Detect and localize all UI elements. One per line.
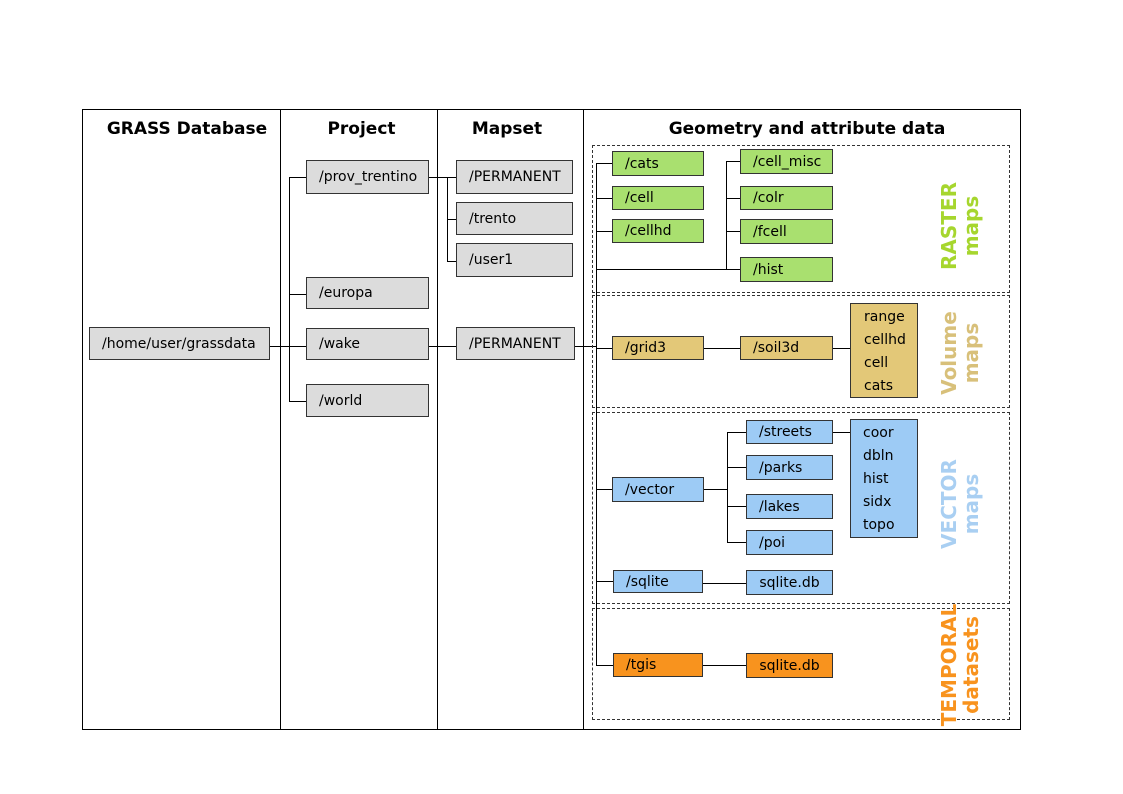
vector-sqlite-db: sqlite.db (746, 570, 833, 595)
connector (596, 348, 613, 349)
connector (727, 467, 747, 468)
connector (703, 583, 747, 584)
raster-group (592, 145, 1010, 293)
connector (596, 231, 613, 232)
project-wake: /wake (306, 328, 429, 360)
raster-hist: /hist (740, 257, 833, 282)
raster-cellhd: /cellhd (612, 219, 704, 243)
volume-files: range cellhd cell cats (850, 303, 918, 398)
connector (575, 346, 597, 347)
temporal-tgis: /tgis (613, 653, 703, 677)
connector (726, 198, 741, 199)
connector (596, 665, 614, 666)
temporal-group (592, 608, 1010, 720)
connector (727, 432, 747, 433)
connector (832, 348, 851, 349)
column-divider (583, 109, 584, 730)
database-path-box: /home/user/grassdata (89, 327, 270, 360)
diagram-frame (82, 109, 1021, 730)
connector (429, 177, 457, 178)
connector (727, 432, 728, 542)
column-divider (280, 109, 281, 730)
vector-lakes: /lakes (746, 494, 833, 519)
volume-file-cellhd: cellhd (864, 332, 906, 348)
volume-file-cats: cats (864, 378, 894, 394)
volume-file-range: range (864, 309, 905, 325)
vector-file-sidx: sidx (863, 494, 892, 510)
connector (596, 489, 613, 490)
vector-group (592, 412, 1010, 604)
connector (727, 542, 747, 543)
volume-group (592, 295, 1010, 408)
header-database: GRASS Database (106, 119, 268, 139)
connector (727, 506, 747, 507)
header-project: Project (327, 119, 396, 139)
vector-sqlite-dir: /sqlite (613, 570, 703, 593)
connector (703, 665, 747, 666)
connector (704, 348, 741, 349)
connector (596, 581, 613, 582)
temporal-sqlite-db: sqlite.db (746, 653, 833, 678)
vector-file-coor: coor (863, 425, 894, 441)
volume-soil3d: /soil3d (740, 336, 833, 360)
project-prov-trentino: /prov_trentino (306, 160, 429, 194)
connector (447, 219, 457, 220)
vector-parks: /parks (746, 455, 833, 480)
connector (289, 401, 307, 402)
vector-dir: /vector (612, 477, 704, 502)
raster-fcell: /fcell (740, 219, 833, 244)
mapset-user1: /user1 (456, 243, 573, 277)
connector (596, 163, 597, 666)
connector (726, 231, 741, 232)
connector (429, 346, 457, 347)
volume-file-cell: cell (864, 355, 889, 371)
mapset-trento: /trento (456, 202, 573, 235)
connector (704, 489, 727, 490)
connector (726, 161, 741, 162)
column-divider (437, 109, 438, 730)
vector-poi: /poi (746, 530, 833, 555)
connector (596, 198, 613, 199)
raster-cell-misc: /cell_misc (740, 149, 833, 174)
volume-grid3: /grid3 (612, 336, 704, 360)
vector-file-topo: topo (863, 517, 895, 533)
raster-cell: /cell (612, 186, 704, 210)
connector (289, 294, 307, 295)
vector-files: coor dbln hist sidx topo (850, 419, 918, 538)
connector (596, 163, 613, 164)
mapset-permanent-wake: /PERMANENT (456, 327, 575, 360)
connector (270, 346, 307, 347)
mapset-permanent-trentino: /PERMANENT (456, 160, 573, 194)
connector (289, 177, 290, 401)
header-geometry: Geometry and attribute data (668, 119, 946, 139)
raster-cats: /cats (612, 151, 704, 176)
vector-file-hist: hist (863, 471, 889, 487)
header-mapset: Mapset (471, 119, 543, 139)
connector (596, 269, 741, 270)
raster-colr: /colr (740, 186, 833, 210)
vector-streets: /streets (746, 420, 833, 444)
connector (726, 161, 727, 269)
connector (832, 432, 851, 433)
project-europa: /europa (306, 277, 429, 309)
connector (447, 261, 457, 262)
project-world: /world (306, 384, 429, 417)
vector-file-dbln: dbln (863, 448, 894, 464)
connector (289, 177, 307, 178)
